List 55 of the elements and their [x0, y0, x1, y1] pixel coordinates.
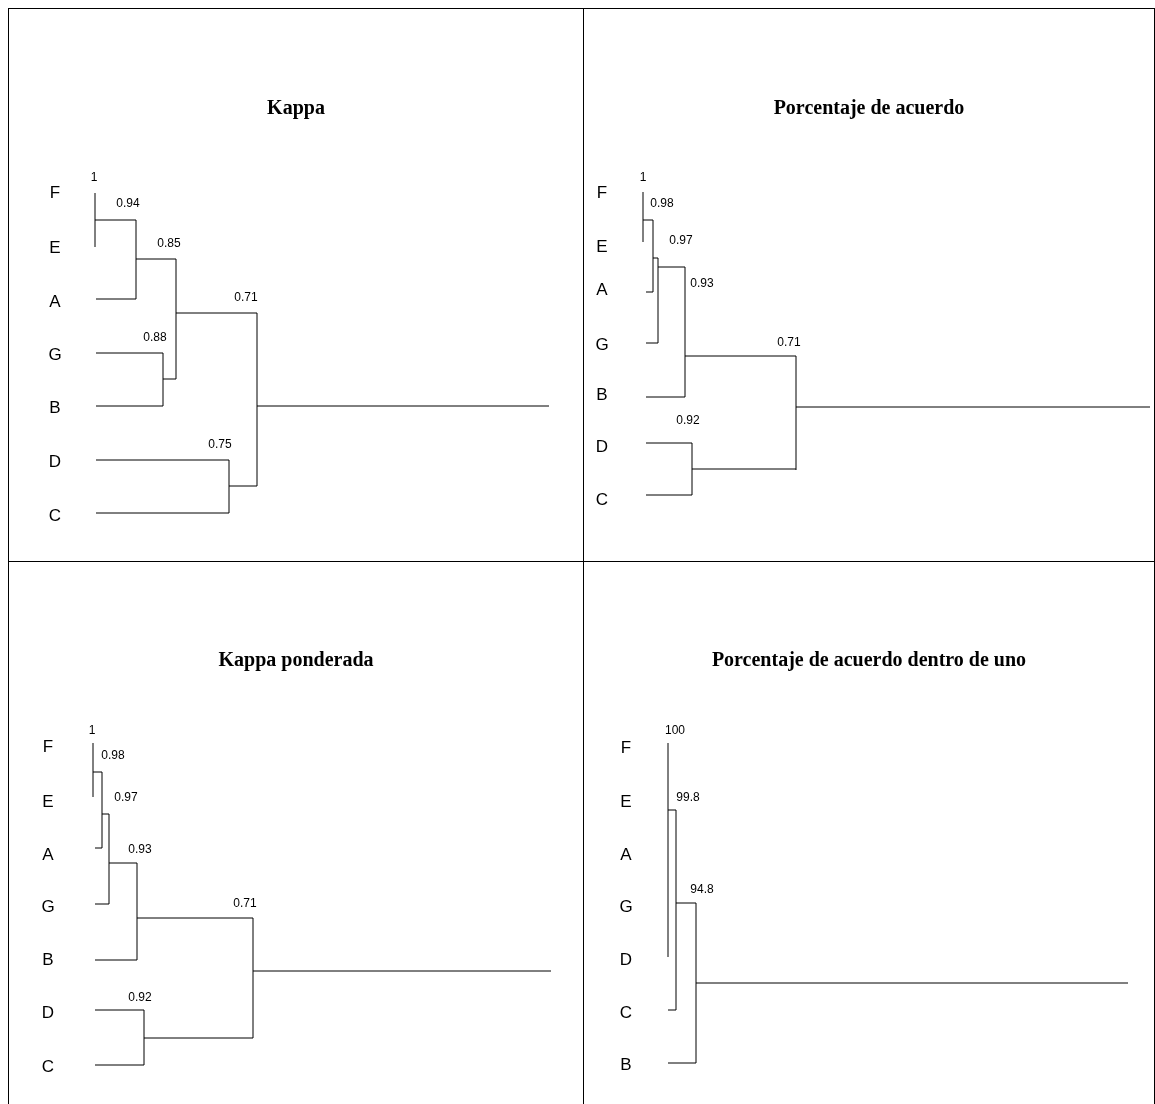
- panel-frame: [8, 8, 584, 562]
- leaf-label: B: [42, 950, 54, 970]
- height-value: 0.98: [650, 196, 674, 210]
- height-value: 0.71: [233, 896, 257, 910]
- height-value: 0.71: [777, 335, 801, 349]
- height-value: 0.94: [116, 196, 140, 210]
- leaf-label: A: [42, 845, 54, 865]
- height-value: 0.97: [114, 790, 138, 804]
- leaf-label: F: [596, 183, 608, 203]
- height-value: 0.92: [128, 990, 152, 1004]
- leaf-label: E: [49, 238, 61, 258]
- leaf-label: B: [596, 385, 608, 405]
- leaf-label: F: [49, 183, 61, 203]
- leaf-label: D: [595, 437, 609, 457]
- leaf-label: E: [596, 237, 608, 257]
- height-value: 0.97: [669, 233, 693, 247]
- panel-title: Kappa: [266, 96, 326, 119]
- leaf-label: E: [42, 792, 54, 812]
- leaf-label: B: [620, 1055, 632, 1075]
- height-value: 99.8: [676, 790, 700, 804]
- height-value: 0.93: [128, 842, 152, 856]
- height-value: 1: [90, 170, 98, 184]
- leaf-label: D: [41, 1003, 55, 1023]
- leaf-label: A: [596, 280, 608, 300]
- leaf-label: A: [49, 292, 61, 312]
- leaf-label: C: [595, 490, 609, 510]
- leaf-label: B: [49, 398, 61, 418]
- leaf-label: C: [48, 506, 62, 526]
- height-value: 0.88: [143, 330, 167, 344]
- leaf-label: G: [595, 335, 609, 355]
- height-value: 0.92: [676, 413, 700, 427]
- height-value: 94.8: [690, 882, 714, 896]
- leaf-label: G: [48, 345, 62, 365]
- panel-title: Kappa ponderada: [217, 648, 375, 671]
- leaf-label: F: [620, 738, 632, 758]
- leaf-label: C: [619, 1003, 633, 1023]
- panel-frame: [583, 8, 1155, 562]
- height-value: 1: [88, 723, 96, 737]
- leaf-label: D: [619, 950, 633, 970]
- height-value: 0.85: [157, 236, 181, 250]
- leaf-label: G: [41, 897, 55, 917]
- leaf-label: E: [620, 792, 632, 812]
- height-value: 0.93: [690, 276, 714, 290]
- leaf-label: C: [41, 1057, 55, 1077]
- height-value: 0.71: [234, 290, 258, 304]
- height-value: 0.98: [101, 748, 125, 762]
- height-value: 100: [665, 723, 685, 737]
- height-value: 0.75: [208, 437, 232, 451]
- panel-title: Porcentaje de acuerdo: [772, 96, 966, 119]
- leaf-label: G: [619, 897, 633, 917]
- leaf-label: D: [48, 452, 62, 472]
- height-value: 1: [639, 170, 647, 184]
- leaf-label: F: [42, 737, 54, 757]
- leaf-label: A: [620, 845, 632, 865]
- panel-title: Porcentaje de acuerdo dentro de uno: [710, 648, 1028, 671]
